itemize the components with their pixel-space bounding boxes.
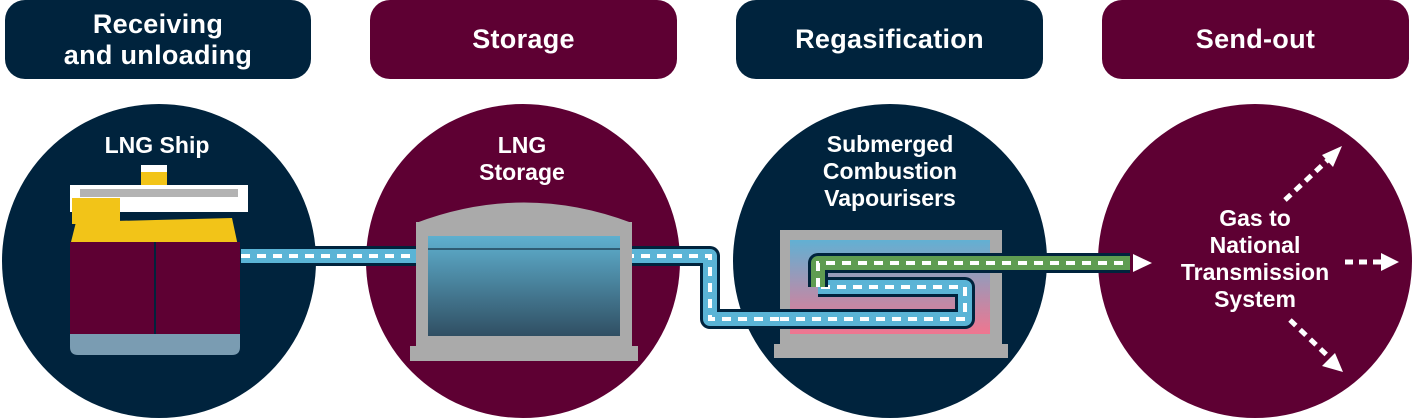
- send-out-label: Gas to National Transmission System: [1155, 205, 1355, 313]
- stage-header-receiving: Receiving and unloading: [5, 0, 311, 79]
- arrow-icon: [1133, 254, 1152, 272]
- stage-title-line: Receiving: [92, 8, 224, 39]
- stage-title-line: and unloading: [63, 39, 253, 70]
- label-line: Combustion: [822, 158, 958, 184]
- arrow-icon: [1345, 253, 1399, 271]
- stage-header-regasification: Regasification: [736, 0, 1043, 79]
- lng-ship-label: LNG Ship: [57, 132, 257, 159]
- arrow-icon: [1283, 146, 1342, 202]
- lng-coil: [780, 277, 975, 329]
- vaporiser-label: Submerged Combustion Vapourisers: [780, 131, 1000, 212]
- stage-header-send-out: Send-out: [1102, 0, 1409, 79]
- lng-ship-icon: [70, 165, 248, 355]
- label-line: Storage: [479, 159, 565, 185]
- label-line: LNG: [497, 132, 547, 158]
- arrow-icon: [1288, 318, 1343, 372]
- stage-header-storage: Storage: [370, 0, 677, 79]
- lng-storage-label: LNG Storage: [412, 132, 632, 186]
- label-line: Gas to: [1219, 205, 1291, 231]
- label-line: System: [1214, 286, 1296, 312]
- label-line: LNG Ship: [104, 132, 210, 158]
- stage-title: Regasification: [795, 24, 984, 54]
- stage-title: Send-out: [1195, 24, 1316, 54]
- label-line: Transmission: [1180, 259, 1330, 285]
- label-line: Vapourisers: [824, 185, 956, 211]
- stage-title: Storage: [472, 24, 575, 54]
- label-line: National: [1209, 232, 1301, 258]
- storage-tank-icon: [410, 202, 638, 361]
- label-line: Submerged: [826, 131, 954, 157]
- gas-pipeline: [808, 253, 1130, 287]
